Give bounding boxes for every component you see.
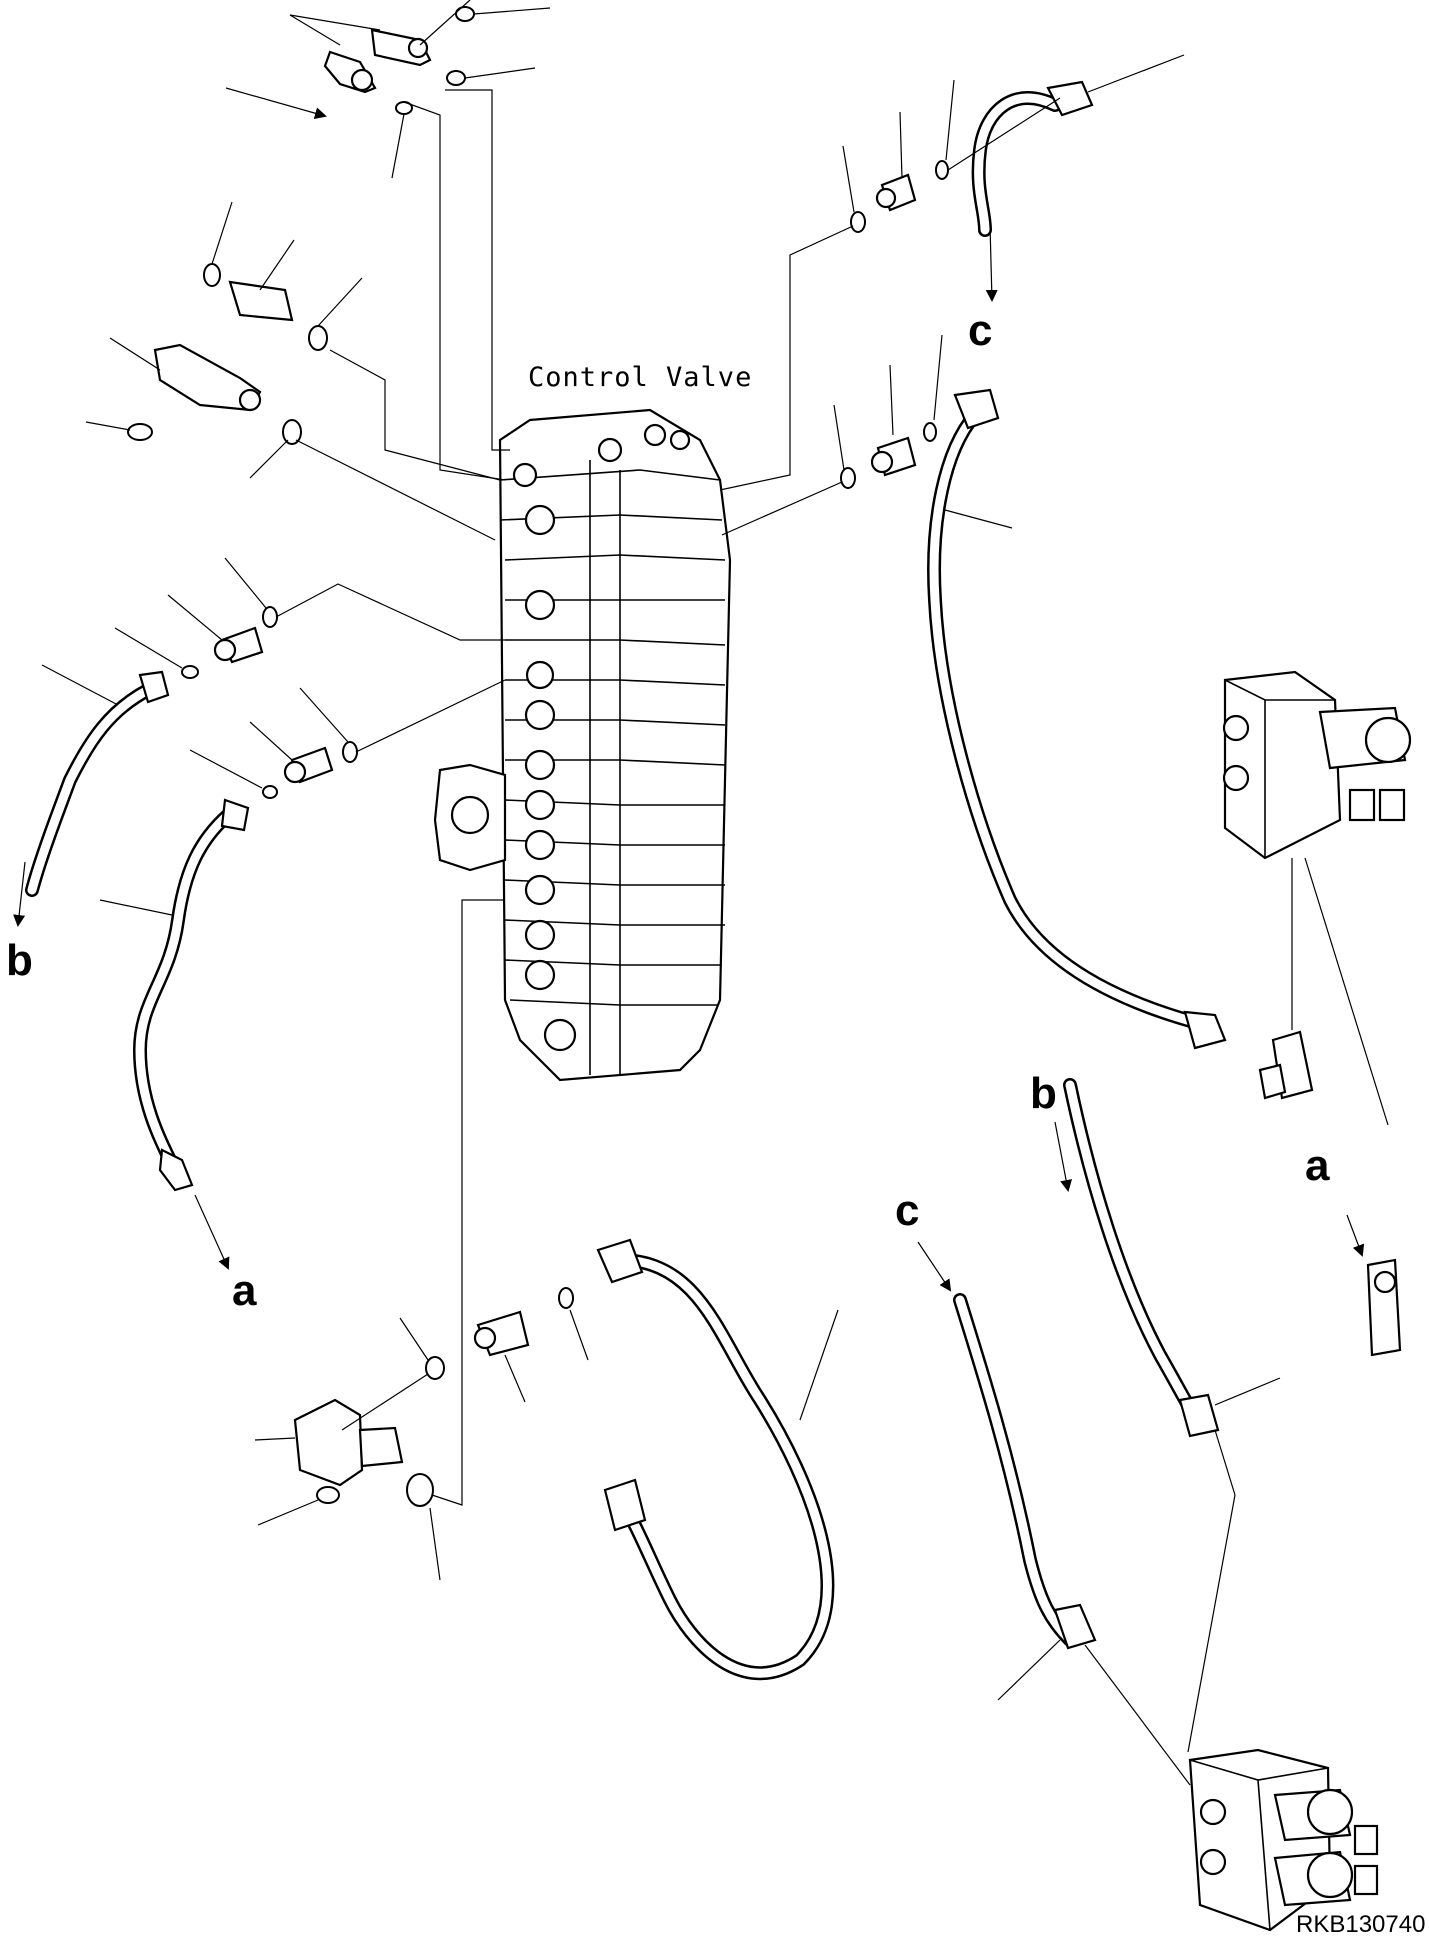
control-valve [433,408,732,1082]
left-hose-a: a [99,798,257,1315]
lower-fittings [254,899,589,1581]
left-fittings [85,201,506,799]
top-right-fittings: c [719,54,1185,491]
solenoid-block-lower [1188,1748,1379,1932]
label-c-top: c [968,306,992,355]
right-upper-fittings [721,334,943,536]
lower-u-hose [596,1238,839,1681]
lower-hose-b: b [1030,1069,1281,1753]
drawing-code: RKB130740 [1296,1911,1425,1938]
solenoid-block-upper: a [1222,670,1412,1357]
label-c-bottom: c [895,1186,919,1235]
top-fittings [225,0,551,481]
left-hose-b: b [6,664,170,985]
label-b-bottom: b [1030,1069,1057,1118]
label-a-left: a [232,1266,257,1315]
lower-hose-c: c [895,1186,1191,1786]
label-b-left: b [6,936,33,985]
label-a-right: a [1305,1141,1330,1190]
right-long-hose [927,388,1227,1050]
control-valve-title: Control Valve [528,362,752,393]
